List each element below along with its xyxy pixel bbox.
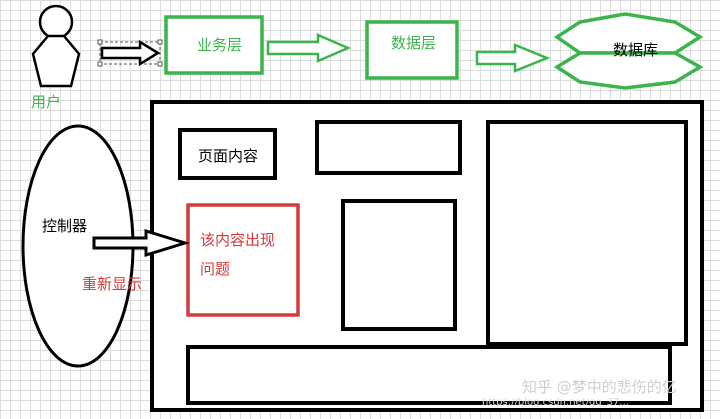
data-layer-box [365, 20, 459, 80]
arrow-right-icon [92, 228, 191, 258]
controller-label: 控制器 [42, 217, 88, 235]
arrow-right-icon [97, 39, 163, 67]
page-content-box [178, 128, 277, 180]
problem-label-line1: 该内容出现 [200, 231, 276, 249]
bottom-box [186, 345, 672, 405]
center-box [341, 199, 457, 331]
watermark-url: https://blog.csdn.net/qq_37... [482, 397, 629, 408]
problem-label-line2: 问题 [200, 260, 231, 278]
user-label: 用户 [31, 93, 62, 111]
right-large-box [486, 120, 688, 346]
data-layer-label: 数据层 [391, 34, 437, 52]
watermark-brand: 知乎 @梦中的悲伤的亿 [522, 378, 677, 396]
redisplay-label: 重新显示 [82, 275, 143, 293]
database-icon [553, 12, 704, 90]
database-label: 数据库 [613, 41, 659, 59]
user-person-icon [31, 4, 81, 88]
business-layer-label: 业务层 [197, 36, 243, 54]
top-middle-box [315, 120, 462, 175]
arrow-right-icon [266, 33, 352, 63]
arrow-right-icon [475, 43, 551, 73]
problem-content-box [186, 203, 300, 317]
business-layer-box [164, 15, 264, 75]
page-content-label: 页面内容 [198, 147, 259, 165]
